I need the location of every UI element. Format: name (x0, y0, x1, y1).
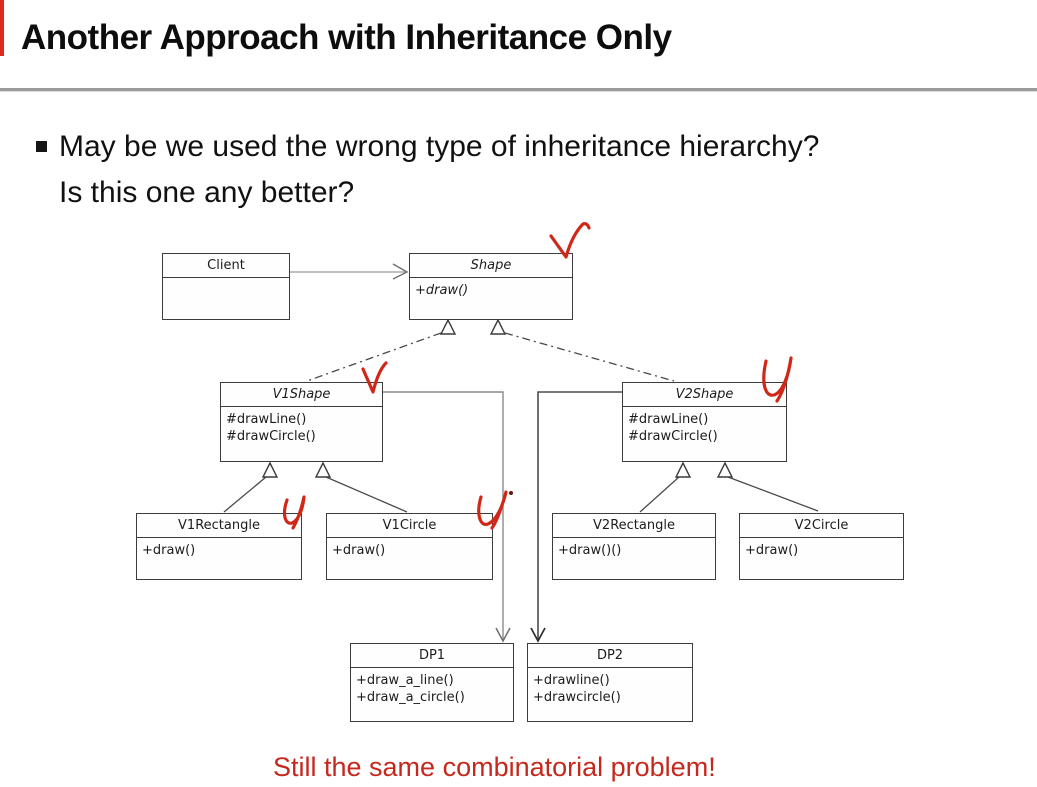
generalization-v1shape-shape (306, 318, 457, 382)
method: +draw() (142, 543, 196, 558)
method: #drawCircle() (226, 429, 316, 444)
class-name-v2shape: V2Shape (623, 383, 786, 407)
method: +drawcircle() (533, 690, 621, 705)
bullet-line-2: Is this one any better? (59, 176, 355, 209)
class-box-client: Client (162, 253, 290, 320)
class-methods-client (163, 278, 289, 282)
class-methods-v2circle: +draw() (740, 538, 903, 559)
class-methods-v2shape: #drawLine() #drawCircle() (623, 407, 786, 445)
method: +drawline() (533, 673, 610, 688)
bullet-icon (36, 141, 47, 152)
class-name-shape: Shape (410, 254, 572, 278)
method: +draw() (415, 283, 469, 298)
class-methods-v2rectangle: +draw()() (553, 538, 715, 559)
class-methods-v1circle: +draw() (327, 538, 492, 559)
generalization-v1rectangle-v1shape (223, 461, 279, 513)
red-accent-strip (0, 0, 4, 56)
class-methods-v1rectangle: +draw() (137, 538, 301, 559)
method: #drawLine() (628, 412, 709, 427)
association-client-shape (290, 263, 409, 280)
class-name-v2circle: V2Circle (740, 514, 903, 538)
class-box-dp2: DP2 +drawline() +drawcircle() (527, 643, 693, 722)
class-methods-dp1: +draw_a_line() +draw_a_circle() (351, 668, 513, 706)
class-box-v2circle: V2Circle +draw() (739, 513, 904, 580)
class-box-v2shape: V2Shape #drawLine() #drawCircle() (622, 382, 787, 462)
class-methods-shape: +draw() (410, 278, 572, 299)
method: +draw() (745, 543, 799, 558)
class-name-client: Client (163, 254, 289, 278)
class-box-v1circle: V1Circle +draw() (326, 513, 493, 580)
bullet-text: May be we used the wrong type of inherit… (59, 124, 819, 216)
generalization-v2circle-v2shape (716, 461, 819, 512)
method: +draw_a_circle() (356, 690, 465, 705)
method: +draw() (332, 543, 386, 558)
method: #drawCircle() (628, 429, 718, 444)
title-divider (0, 88, 1037, 91)
generalization-v1circle-v1shape (314, 461, 408, 513)
class-box-dp1: DP1 +draw_a_line() +draw_a_circle() (350, 643, 514, 722)
method: +draw_a_line() (356, 673, 454, 688)
slide-title: Another Approach with Inheritance Only (21, 18, 672, 57)
class-name-v1rectangle: V1Rectangle (137, 514, 301, 538)
arrow-v1shape-dp1 (383, 391, 511, 643)
class-box-v2rectangle: V2Rectangle +draw()() (552, 513, 716, 580)
generalization-v2shape-shape (489, 318, 675, 382)
class-name-v1circle: V1Circle (327, 514, 492, 538)
class-methods-dp2: +drawline() +drawcircle() (528, 668, 692, 706)
bullet-line-1: May be we used the wrong type of inherit… (59, 130, 820, 163)
footer-note: Still the same combinatorial problem! (273, 752, 716, 782)
method: #drawLine() (226, 412, 307, 427)
class-name-dp2: DP2 (528, 644, 692, 668)
method: +draw()() (558, 543, 622, 558)
class-box-v1shape: V1Shape #drawLine() #drawCircle() (220, 382, 383, 462)
class-box-v1rectangle: V1Rectangle +draw() (136, 513, 302, 580)
class-name-dp1: DP1 (351, 644, 513, 668)
class-methods-v1shape: #drawLine() #drawCircle() (221, 407, 382, 445)
generalization-v2rectangle-v2shape (639, 461, 692, 513)
class-name-v1shape: V1Shape (221, 383, 382, 407)
arrow-v2shape-dp2 (530, 391, 622, 643)
class-box-shape: Shape +draw() (409, 253, 573, 320)
class-name-v2rectangle: V2Rectangle (553, 514, 715, 538)
